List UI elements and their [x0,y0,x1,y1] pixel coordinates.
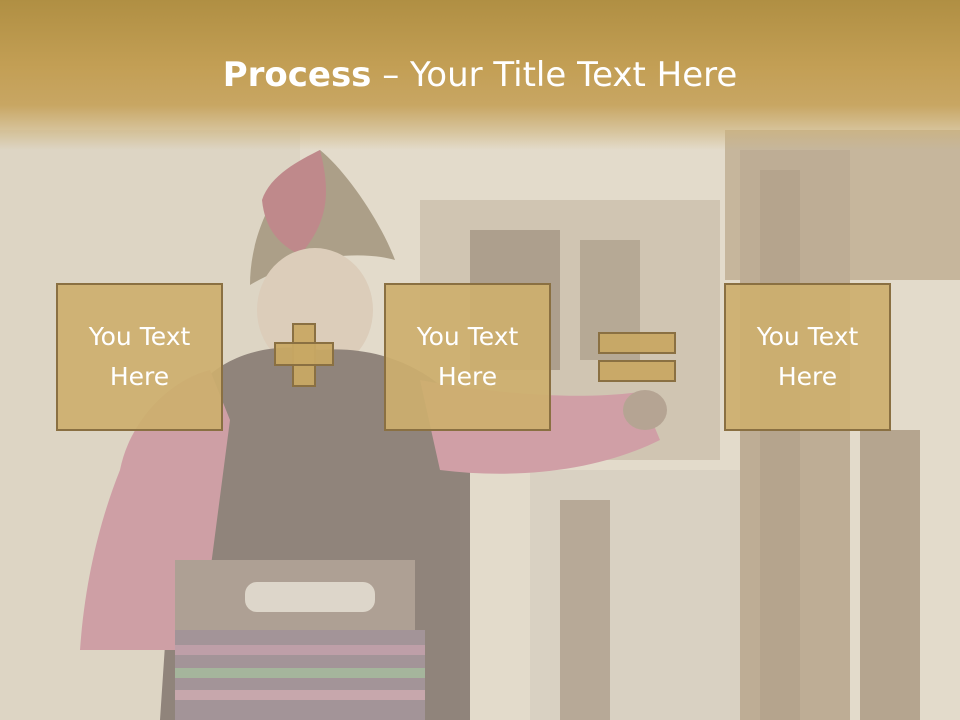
equals-icon-bottom-bar[interactable] [598,360,676,382]
plus-icon[interactable] [294,344,314,364]
process-box-3[interactable]: You Text Here [724,283,891,431]
process-box-3-text: You Text Here [757,317,859,397]
process-box-1-text: You Text Here [89,317,191,397]
process-box-3-line-1: You Text [756,322,859,351]
process-box-2[interactable]: You Text Here [384,283,551,431]
title-band [0,0,960,150]
process-box-2-line-1: You Text [416,322,519,351]
process-box-2-text: You Text Here [417,317,519,397]
process-box-1-line-2: Here [109,362,170,391]
equals-icon-top-bar[interactable] [598,332,676,354]
title-rest-text: – Your Title Text Here [371,55,738,95]
process-box-3-line-2: Here [777,362,838,391]
slide-title[interactable]: Process – Your Title Text Here [0,54,960,96]
process-box-1[interactable]: You Text Here [56,283,223,431]
process-box-2-line-2: Here [437,362,498,391]
process-box-1-line-1: You Text [88,322,191,351]
title-bold-text: Process [222,55,372,95]
